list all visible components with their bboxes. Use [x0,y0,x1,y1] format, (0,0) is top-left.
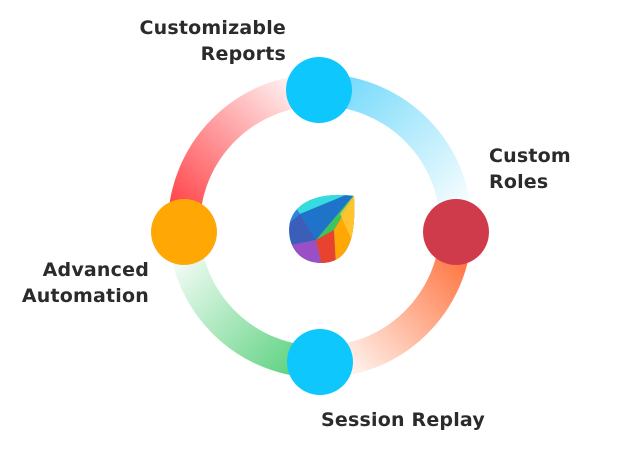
label-customizable-reports: Customizable Reports [139,15,286,67]
leaf-logo-icon [289,195,355,263]
label-line: Automation [21,285,149,307]
label-line: Advanced [42,259,149,281]
label-session-replay: Session Replay [321,407,485,433]
label-advanced-automation: Advanced Automation [22,257,149,309]
node-reports [286,57,352,123]
node-roles [423,199,489,265]
node-automation [151,199,217,265]
label-line: Roles [489,171,549,193]
label-line: Reports [200,43,286,65]
label-custom-roles: Custom Roles [489,143,571,195]
label-line: Custom [489,145,571,167]
label-line: Customizable [139,17,286,39]
label-line: Session Replay [321,409,485,431]
node-replay [287,329,353,395]
